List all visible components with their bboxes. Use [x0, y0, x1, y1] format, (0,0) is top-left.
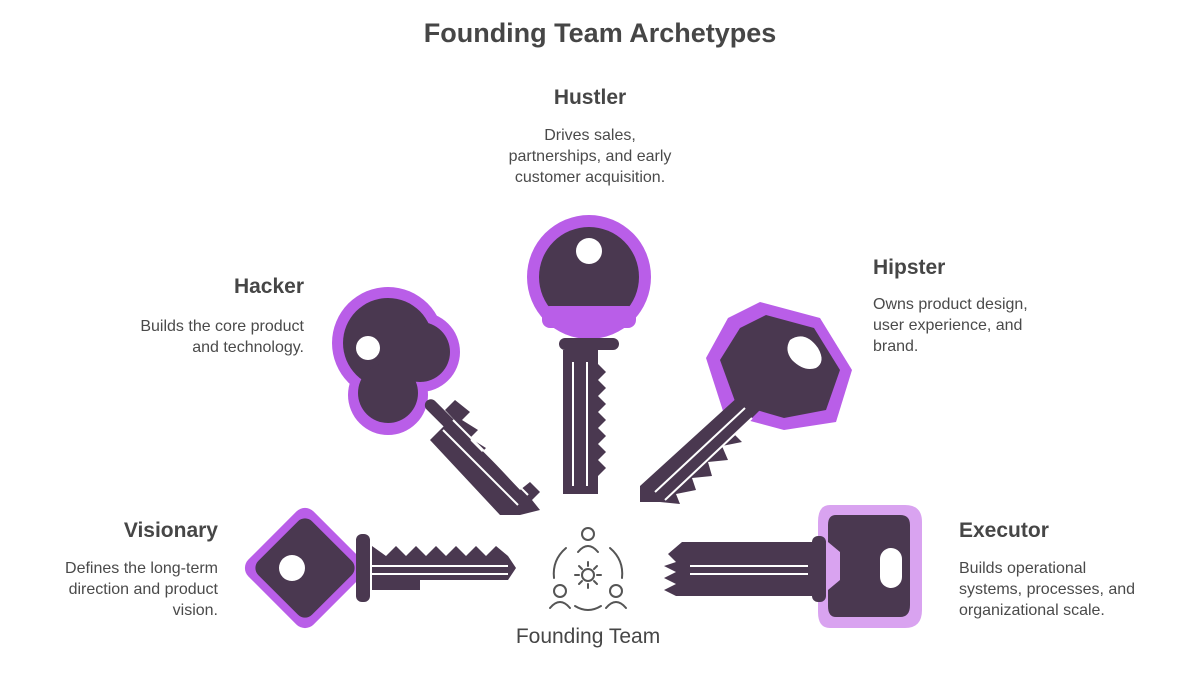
hacker-description: Builds the core product and technology. [140, 318, 304, 356]
hustler-description: Drives sales, partnerships, and early cu… [508, 127, 672, 186]
hipster-key-icon [640, 302, 852, 504]
hipster-description: Owns product design, user experience, an… [873, 296, 1028, 355]
hipster-title: Hipster [873, 256, 946, 279]
visionary-description: Defines the long-term direction and prod… [65, 560, 218, 619]
executor-title: Executor [959, 519, 1049, 542]
visionary-key-icon [244, 507, 516, 629]
page-title: Founding Team Archetypes [423, 18, 777, 48]
visionary-title: Visionary [123, 519, 218, 542]
hacker-title: Hacker [233, 275, 304, 298]
executor-description: Builds operational systems, processes, a… [959, 560, 1136, 619]
hacker-key-icon [332, 287, 540, 515]
hustler-title: Hustler [553, 86, 627, 109]
hustler-key-icon [527, 215, 651, 494]
team-icon [549, 527, 627, 611]
center-label: Founding Team [515, 625, 661, 648]
executor-key-icon [664, 505, 922, 628]
